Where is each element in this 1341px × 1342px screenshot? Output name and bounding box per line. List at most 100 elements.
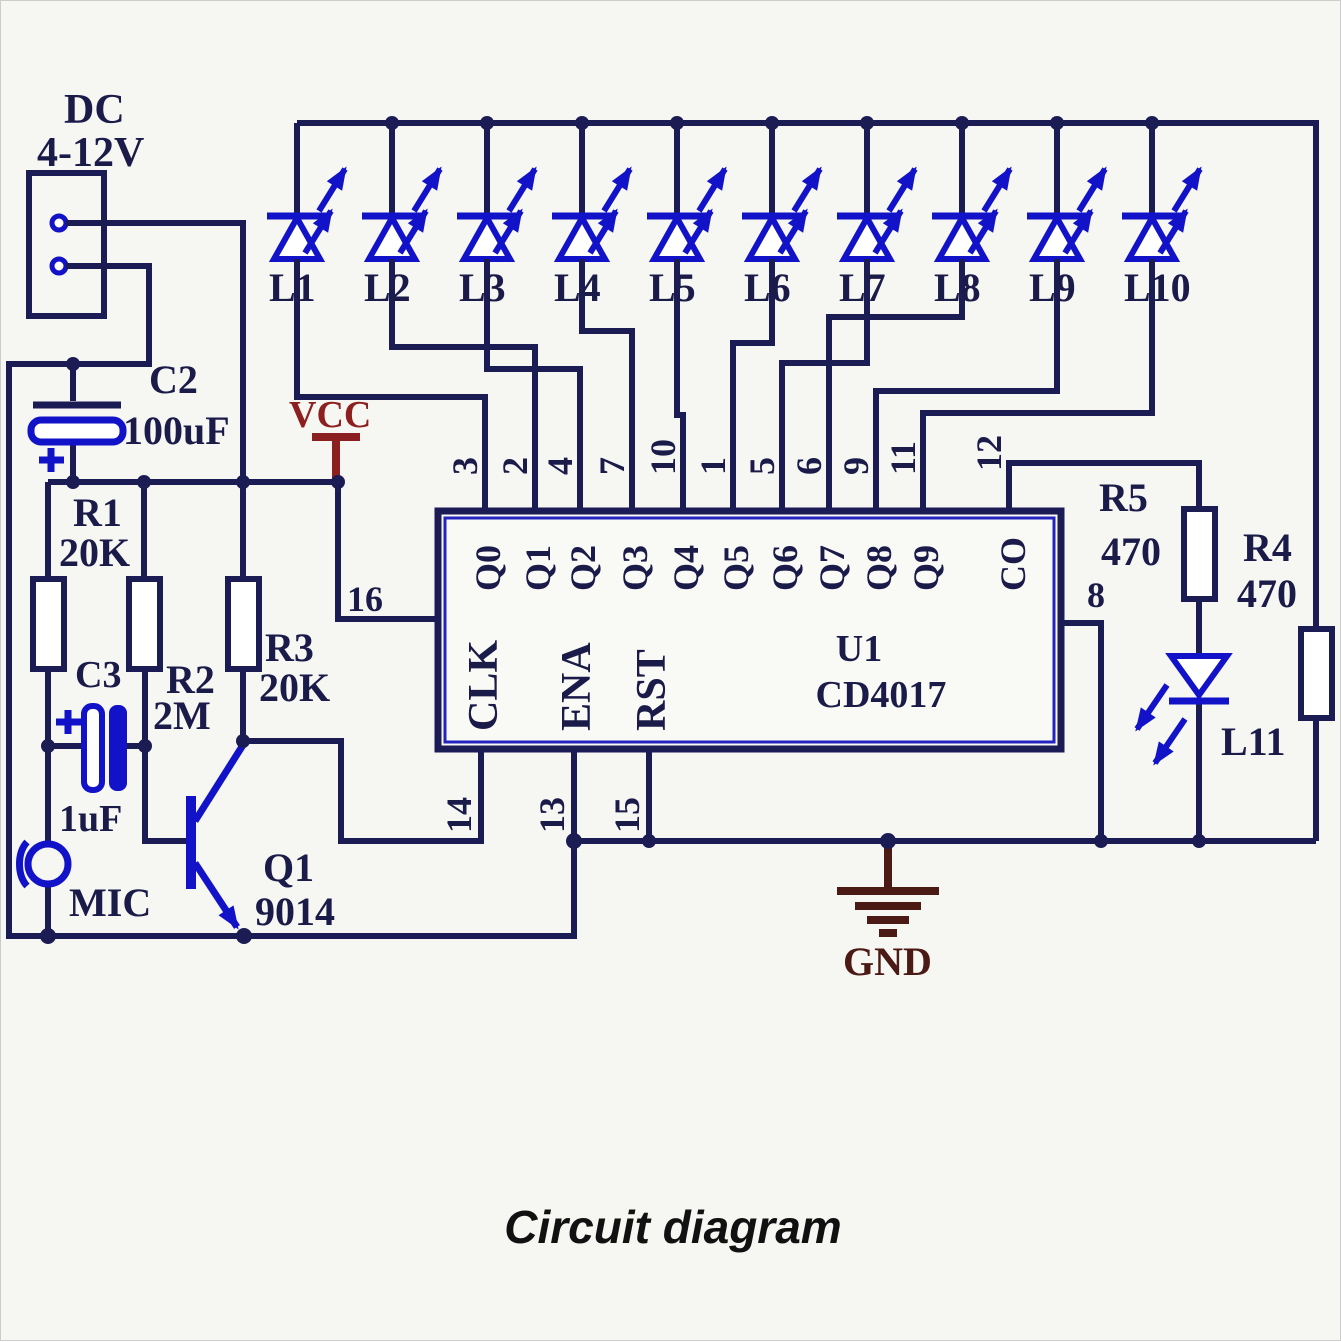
wire-dc-plus bbox=[66, 220, 246, 482]
wire-co-to-r5 bbox=[1006, 460, 1202, 511]
vcc-label: VCC bbox=[289, 394, 371, 436]
led-arrow-2 bbox=[411, 166, 443, 213]
led-arrow-1 bbox=[682, 208, 714, 255]
led-arrow-2 bbox=[316, 166, 348, 213]
led-to-pin-wire bbox=[730, 259, 775, 511]
led-to-pin-wire bbox=[389, 259, 538, 511]
output-label-Q6: Q6 bbox=[765, 545, 805, 591]
led-L3: L3 bbox=[457, 116, 583, 511]
led-arrow-2 bbox=[696, 166, 728, 213]
capacitor-c3: C3 1uF bbox=[56, 654, 127, 840]
led-label: L6 bbox=[744, 265, 791, 310]
pin-number-10: 10 bbox=[643, 439, 683, 475]
pin-number-14: 14 bbox=[439, 797, 479, 833]
bus-junction-dot bbox=[670, 116, 684, 130]
ic-u1-cd4017: U1 CD4017 16 8 12 CO bbox=[347, 435, 1105, 753]
led-arrow-1 bbox=[492, 208, 524, 255]
led-to-pin-wire bbox=[873, 259, 1060, 511]
wire-collector-to-clk bbox=[240, 669, 484, 844]
dc-voltage-label: 4-12V bbox=[37, 130, 144, 176]
pin-number-1: 1 bbox=[693, 457, 733, 475]
c2-ref: C2 bbox=[149, 357, 198, 402]
resistor-r3: R3 20K bbox=[225, 576, 330, 710]
pin-number-7: 7 bbox=[592, 457, 632, 475]
dc-label: DC bbox=[64, 87, 125, 133]
pin-number-5: 5 bbox=[742, 457, 782, 475]
pin-number-3: 3 bbox=[445, 457, 485, 475]
led-label: L2 bbox=[364, 265, 411, 310]
bus-junction-dot bbox=[575, 116, 589, 130]
led-to-pin-wire bbox=[674, 259, 686, 511]
led-arrow-2 bbox=[601, 166, 633, 213]
led-arrow-1 bbox=[777, 208, 809, 255]
output-label-Q2: Q2 bbox=[563, 545, 603, 591]
vcc-symbol: VCC bbox=[289, 394, 371, 479]
r4-value: 470 bbox=[1237, 571, 1297, 616]
led-L5: L5 bbox=[647, 116, 728, 511]
led-arrow-2 bbox=[981, 166, 1013, 213]
output-label-Q5: Q5 bbox=[716, 545, 756, 591]
l11-label: L11 bbox=[1221, 719, 1285, 764]
led-label: L8 bbox=[934, 265, 981, 310]
led-L6: L6 bbox=[730, 116, 823, 511]
bus-junction-dot bbox=[860, 116, 874, 130]
led-label: L1 bbox=[269, 265, 316, 310]
bus-junction-dot bbox=[1145, 116, 1159, 130]
led-to-pin-wire bbox=[779, 259, 870, 511]
ic-pin-label-ENA: ENA bbox=[554, 642, 600, 731]
led-L8: L8 bbox=[826, 116, 1013, 511]
led-arrow-1 bbox=[587, 208, 619, 255]
page-title: Circuit diagram bbox=[504, 1201, 841, 1253]
led-arrow-2 bbox=[886, 166, 918, 213]
l11-arrow-1 bbox=[1134, 683, 1170, 732]
r1-ref: R1 bbox=[73, 490, 122, 535]
led-label: L5 bbox=[649, 265, 696, 310]
led-arrow-2 bbox=[791, 166, 823, 213]
led-arrow-1 bbox=[1157, 208, 1189, 255]
dc-connector: DC 4-12V bbox=[26, 87, 144, 319]
led-L4: L4 bbox=[552, 116, 635, 511]
bus-junction-dot bbox=[765, 116, 779, 130]
led-to-pin-wire bbox=[920, 259, 1155, 511]
junction-dots bbox=[40, 357, 1206, 944]
led-arrow-1 bbox=[967, 208, 999, 255]
l11-triangle bbox=[1165, 653, 1233, 701]
wire-r2-r3-top-leads bbox=[141, 482, 246, 579]
led-arrow-1 bbox=[872, 208, 904, 255]
led-L10: L10 bbox=[920, 116, 1203, 511]
dc-negative-terminal bbox=[49, 256, 69, 276]
output-label-Q0: Q0 bbox=[468, 545, 508, 591]
led-arrow-1 bbox=[397, 208, 429, 255]
capacitor-c2: C2 100uF bbox=[27, 357, 230, 472]
plus-sign bbox=[56, 710, 81, 734]
led-to-pin-wire bbox=[579, 259, 635, 511]
led-arrow-1 bbox=[1062, 208, 1094, 255]
u1-part: CD4017 bbox=[816, 674, 947, 716]
pin8-label: 8 bbox=[1087, 575, 1105, 615]
q1-emitter bbox=[192, 861, 240, 930]
led-arrow-2 bbox=[506, 166, 538, 213]
r2-value: 2M bbox=[153, 693, 211, 738]
output-label-Q4: Q4 bbox=[666, 545, 706, 591]
r4-ref: R4 bbox=[1243, 525, 1292, 570]
wire-pin8-gnd bbox=[1061, 620, 1104, 841]
pin-number-15: 15 bbox=[607, 797, 647, 833]
led-arrow-2 bbox=[1171, 166, 1203, 213]
led-L9: L9 bbox=[873, 116, 1108, 511]
bus-junction-dot bbox=[480, 116, 494, 130]
q1-value: 9014 bbox=[255, 889, 335, 934]
led-l11: L11 bbox=[1134, 653, 1285, 766]
resistor-r5: R5 470 bbox=[1099, 475, 1218, 602]
pin-number-6: 6 bbox=[789, 457, 829, 475]
mic-bracket bbox=[16, 839, 30, 889]
co-label: CO bbox=[993, 537, 1033, 591]
led-to-pin-wire bbox=[484, 259, 583, 511]
bus-junction-dot bbox=[385, 116, 399, 130]
u1-ref: U1 bbox=[836, 628, 882, 670]
resistor-r4: R4 470 bbox=[1237, 525, 1335, 721]
led-label: L9 bbox=[1029, 265, 1076, 310]
plus-sign bbox=[39, 448, 64, 472]
